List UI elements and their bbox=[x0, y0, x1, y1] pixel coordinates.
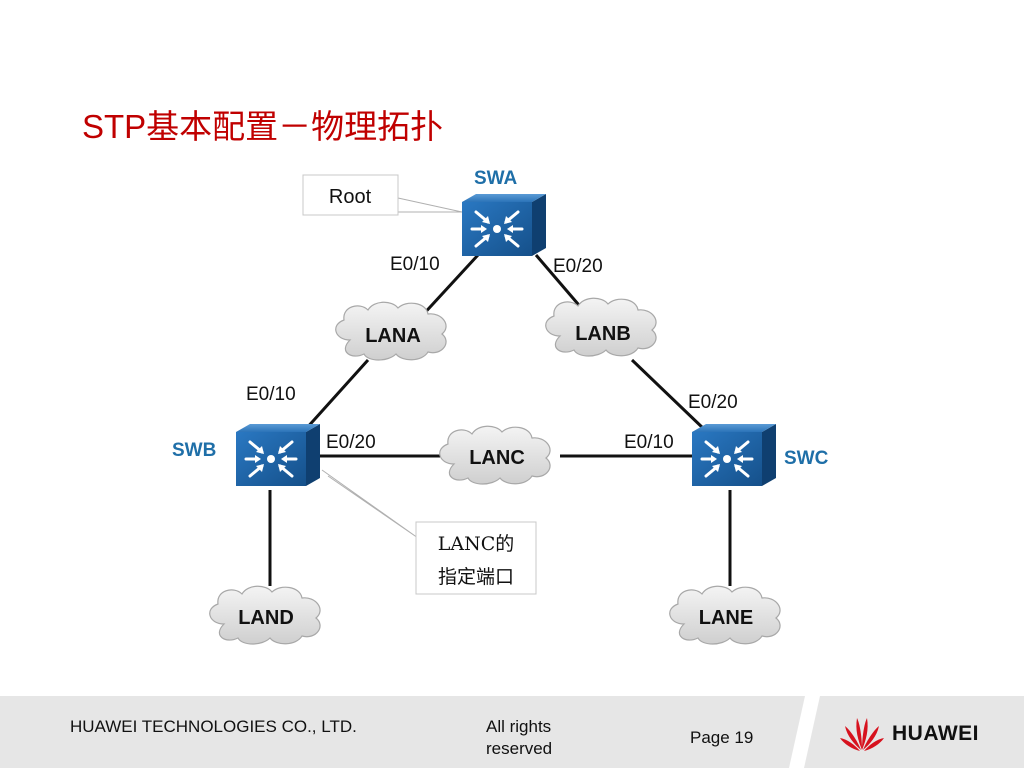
switch-label-swa: SWA bbox=[474, 168, 518, 189]
link-lana-swb bbox=[303, 358, 370, 432]
port-label-swc-e020: E0/20 bbox=[688, 392, 738, 413]
lanc-designated-leader bbox=[321, 469, 419, 539]
huawei-flower-icon bbox=[840, 718, 884, 751]
switch-swc bbox=[690, 422, 778, 488]
footer-company: HUAWEI TECHNOLOGIES CO., LTD. bbox=[70, 717, 357, 736]
switch-label-swc: SWC bbox=[784, 448, 829, 469]
footer: HUAWEI TECHNOLOGIES CO., LTD. All rights… bbox=[0, 696, 1024, 768]
lan-label-lanb: LANB bbox=[575, 323, 631, 345]
switch-swb bbox=[234, 422, 322, 488]
callout-leaders bbox=[321, 197, 463, 539]
switch-label-swb: SWB bbox=[172, 440, 216, 461]
lan-label-lanc: LANC bbox=[469, 447, 525, 469]
huawei-logo: HUAWEI bbox=[838, 714, 979, 754]
root-callout-text: Root bbox=[329, 186, 372, 208]
switch-swa bbox=[460, 192, 548, 258]
link-swa-lana bbox=[418, 253, 480, 320]
slide-title: STP基本配置－物理拓扑 bbox=[82, 108, 444, 145]
links bbox=[268, 253, 732, 586]
port-label-swa-e020: E0/20 bbox=[553, 256, 603, 277]
footer-page-number: Page 19 bbox=[690, 728, 754, 747]
footer-separator bbox=[789, 696, 820, 768]
huawei-wordmark: HUAWEI bbox=[892, 722, 979, 745]
port-label-swc-e010: E0/10 bbox=[624, 432, 674, 453]
port-label-swb-e010: E0/10 bbox=[246, 384, 296, 405]
link-lanb-swc bbox=[630, 358, 707, 432]
lanc-designated-text-line1: LANC的 bbox=[438, 533, 515, 555]
lanc-designated-callout: LANC的 指定端口 bbox=[415, 521, 537, 595]
lan-label-land: LAND bbox=[238, 607, 294, 629]
port-label-swb-e020: E0/20 bbox=[326, 432, 376, 453]
footer-rights: All rights reserved bbox=[486, 717, 553, 758]
lan-label-lana: LANA bbox=[365, 325, 421, 347]
port-label-swa-e010: E0/10 bbox=[390, 254, 440, 275]
root-leader bbox=[397, 197, 463, 213]
root-callout: Root bbox=[302, 174, 399, 216]
lanc-designated-text-line2: 指定端口 bbox=[438, 566, 514, 588]
lan-label-lane: LANE bbox=[699, 607, 753, 629]
